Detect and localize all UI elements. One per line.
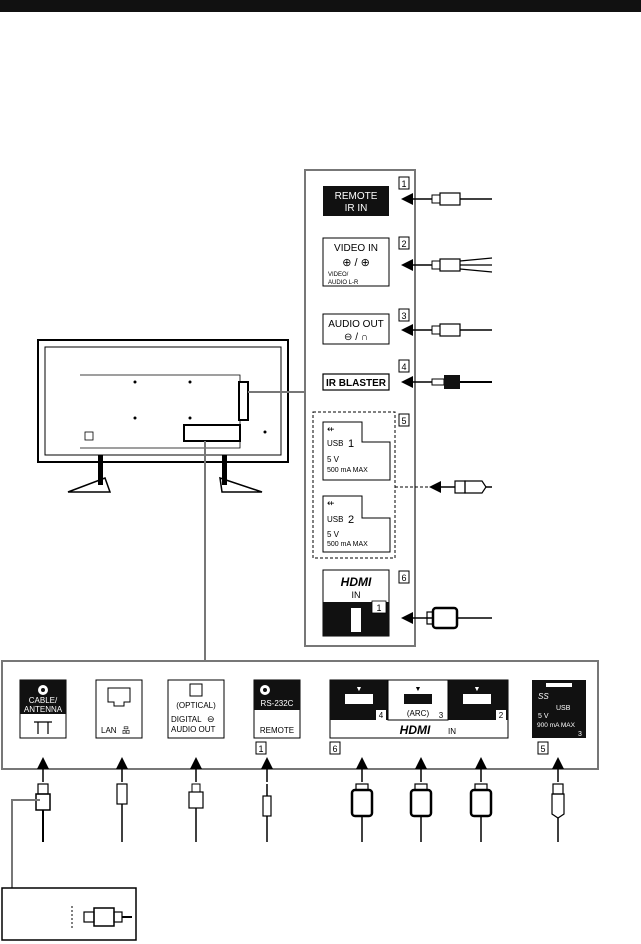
usb1-label: USB xyxy=(327,439,343,448)
rs232c-label: RS-232C xyxy=(261,699,294,708)
usb2-number: 2 xyxy=(348,514,354,526)
usb3-voltage: 5 V xyxy=(538,713,549,720)
hdmi-ports-terminal: ▼ ▼ ▼ (ARC) 4 3 2 HDMI IN xyxy=(329,679,509,739)
video-in-label: VIDEO IN xyxy=(334,243,378,254)
video-in-terminal xyxy=(322,237,390,287)
coax-cable-icon xyxy=(35,783,51,842)
remote-label: REMOTE xyxy=(260,726,294,735)
usb2-terminal: ⇷ USB 2 5 V 500 mA MAX xyxy=(322,495,391,553)
hdmi-in-label: IN xyxy=(352,590,361,600)
optical-terminal: (OPTICAL) DIGITAL ⊖ AUDIO OUT xyxy=(167,679,225,739)
number-badge-1: 1 xyxy=(401,179,406,189)
number-badge-2: 2 xyxy=(401,239,406,249)
coax-connector-inset xyxy=(1,887,137,941)
ir-blaster-plug-icon xyxy=(431,375,492,389)
usb3-label: USB xyxy=(556,705,571,712)
cable-label: CABLE/ xyxy=(29,696,58,705)
usb-cable-icon xyxy=(551,783,565,842)
hdmi-logo: HDMI xyxy=(341,575,372,589)
usb2-current: 500 mA MAX xyxy=(327,541,368,548)
optical-label: (OPTICAL) xyxy=(176,701,216,710)
ir-blaster-label: IR BLASTER xyxy=(326,378,387,389)
hdmi-in-terminal: HDMI IN 1 xyxy=(322,569,390,637)
remote-ir-in-label-2: IR IN xyxy=(345,203,368,214)
usb-icon: ⇷ xyxy=(327,498,335,508)
remote-ir-in-terminal xyxy=(323,186,389,216)
hdmi-cable-icon xyxy=(409,783,433,842)
usb3-terminal: SS USB 5 V 900 mA MAX 3 xyxy=(532,680,586,738)
mini-jack-icon xyxy=(431,192,492,206)
side-panel xyxy=(304,169,416,647)
number-badge-5-bottom: 5 xyxy=(540,744,545,754)
arc-label: (ARC) xyxy=(407,709,430,718)
hdmi-port-number: 1 xyxy=(376,603,381,613)
network-icon: 品 xyxy=(122,726,130,735)
number-badge-4: 4 xyxy=(401,362,406,372)
hdmi-logo-bottom: HDMI xyxy=(400,723,431,737)
video-label: VIDEO/ xyxy=(328,272,349,278)
svg-text:▼: ▼ xyxy=(415,686,422,693)
hdmi-cable-icon xyxy=(469,783,493,842)
header-bar xyxy=(0,0,641,12)
number-badge-1-bottom: 1 xyxy=(258,744,263,754)
lan-cable-icon xyxy=(116,783,128,842)
optical-cable-icon xyxy=(188,783,204,842)
lan-label: LAN xyxy=(101,726,117,735)
usb1-voltage: 5 V xyxy=(327,455,340,464)
mini-jack-icon xyxy=(431,323,492,337)
ir-blaster-terminal xyxy=(322,373,390,391)
usb1-number: 1 xyxy=(348,438,354,450)
audio-lr-label: AUDIO L-R xyxy=(328,280,359,286)
usb2-voltage: 5 V xyxy=(327,530,340,539)
cable-antenna-terminal: CABLE/ ANTENNA xyxy=(19,679,67,739)
hdmi-in-label-bottom: IN xyxy=(448,727,456,736)
headphone-icon: ⊖ / ∩ xyxy=(344,332,368,343)
number-badge-5: 5 xyxy=(401,416,406,426)
superspeed-label: SS xyxy=(538,692,549,701)
antenna-label: ANTENNA xyxy=(24,705,63,714)
usb3-current: 900 mA MAX xyxy=(537,722,576,729)
hdmi-port-2: 2 xyxy=(499,711,504,720)
hdmi-plug-icon xyxy=(426,606,492,630)
antenna-icon xyxy=(34,721,52,734)
remote-ir-in-label-1: REMOTE xyxy=(335,191,378,202)
svg-text:▼: ▼ xyxy=(474,686,481,693)
usb-plug-icon xyxy=(454,480,492,494)
rs232c-terminal: RS-232C REMOTE xyxy=(253,679,301,739)
hdmi-cable-icon xyxy=(350,783,374,842)
audio-out-icon: ⊖ xyxy=(207,714,215,724)
hdmi-port-3: 3 xyxy=(439,711,444,720)
usb1-terminal: ⇷ USB 1 5 V 500 mA MAX xyxy=(322,421,391,481)
number-badge-3: 3 xyxy=(401,311,406,321)
video-audio-icon: ⊕ / ⊕ xyxy=(342,257,370,269)
lan-terminal: LAN 品 xyxy=(95,679,143,739)
audio-out-terminal xyxy=(322,313,390,345)
number-badge-6: 6 xyxy=(401,573,406,583)
svg-text:▼: ▼ xyxy=(356,686,363,693)
audio-out-label: AUDIO OUT xyxy=(171,725,216,734)
usb-icon: ⇷ xyxy=(327,424,335,434)
usb2-label: USB xyxy=(327,515,343,524)
usb-group-outline xyxy=(312,411,396,559)
number-badge-6-bottom: 6 xyxy=(332,744,337,754)
tv-rear-view xyxy=(37,339,289,493)
av-cable-icon xyxy=(431,257,493,273)
rs232c-cable-icon xyxy=(262,784,272,842)
hdmi-port-4: 4 xyxy=(379,711,384,720)
audio-out-label: AUDIO OUT xyxy=(328,319,384,330)
digital-label: DIGITAL xyxy=(171,715,202,724)
bottom-panel xyxy=(1,660,599,770)
usb3-port-number: 3 xyxy=(578,731,582,738)
usb1-current: 500 mA MAX xyxy=(327,467,368,474)
coax-connector-icon xyxy=(71,906,132,928)
